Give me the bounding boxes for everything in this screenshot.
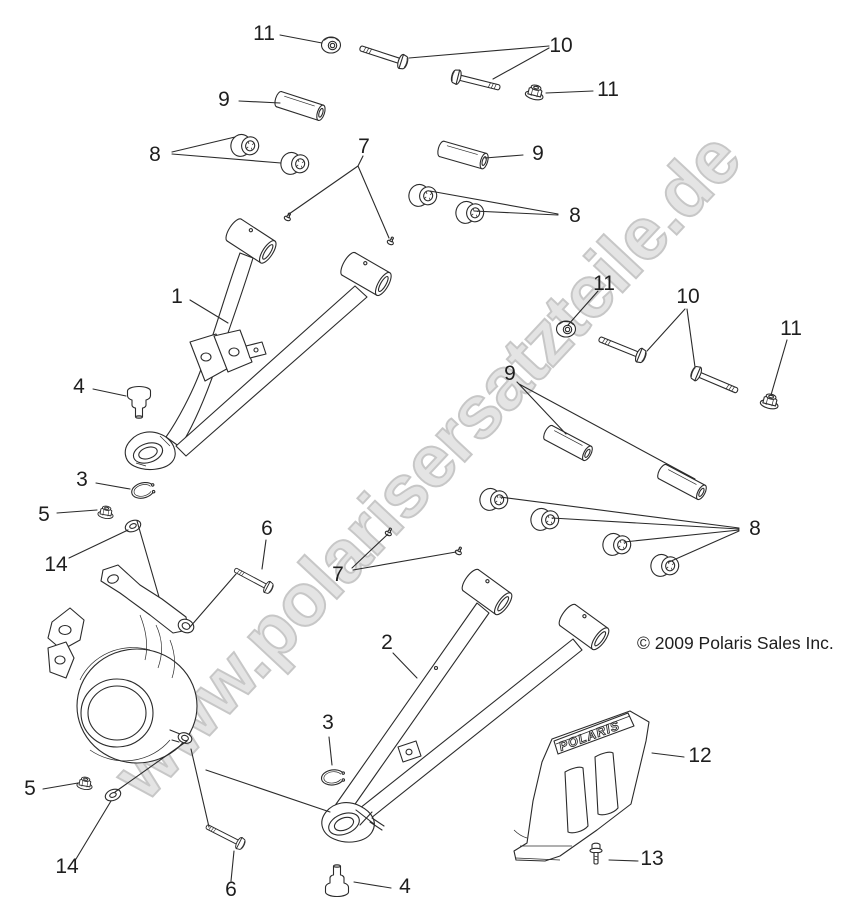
callout-label-5b: 5	[24, 777, 36, 800]
callout-label-3b: 3	[322, 711, 334, 734]
callout-label-8a: 8	[149, 143, 161, 166]
upper-a-arm	[124, 215, 395, 471]
callout-label-14b: 14	[55, 855, 79, 878]
callout-label-5a: 5	[38, 503, 50, 526]
callout-label-7a: 7	[358, 135, 370, 158]
callout-label-1: 1	[171, 285, 183, 308]
callout-label-11b: 11	[597, 78, 619, 101]
copyright-notice: © 2009 Polaris Sales Inc.	[637, 633, 834, 653]
lower-a-arm	[321, 566, 613, 843]
callout-label-12: 12	[688, 744, 711, 767]
callout-label-9c: 9	[504, 362, 516, 385]
leader-lines	[42, 34, 788, 889]
callout-label-9b: 9	[532, 142, 544, 165]
callout-labels: 11 10 11 9 8 7 9 8 1 11 10 11 9 4 3 5 8 …	[24, 22, 802, 901]
callout-label-11d: 11	[780, 317, 802, 340]
callout-label-6a: 6	[261, 517, 273, 540]
callout-label-4a: 4	[73, 375, 85, 398]
callout-label-10b: 10	[676, 285, 699, 308]
callout-label-13: 13	[640, 847, 663, 870]
callout-label-10a: 10	[549, 34, 572, 57]
callout-label-11c: 11	[593, 272, 615, 295]
callout-label-14a: 14	[44, 553, 68, 576]
callout-label-9a: 9	[218, 88, 230, 111]
mud-guard: POLARIS	[513, 710, 650, 862]
callout-label-6b: 6	[225, 878, 237, 901]
callout-label-8c: 8	[749, 517, 761, 540]
callout-label-3a: 3	[76, 468, 88, 491]
callout-label-8b: 8	[569, 204, 581, 227]
callout-label-2: 2	[381, 631, 393, 654]
callout-label-7b: 7	[332, 563, 344, 586]
guard-bolt-part13	[589, 842, 603, 865]
callout-label-11a: 11	[253, 22, 275, 45]
callout-label-4b: 4	[399, 875, 411, 898]
steering-knuckle	[47, 564, 198, 764]
